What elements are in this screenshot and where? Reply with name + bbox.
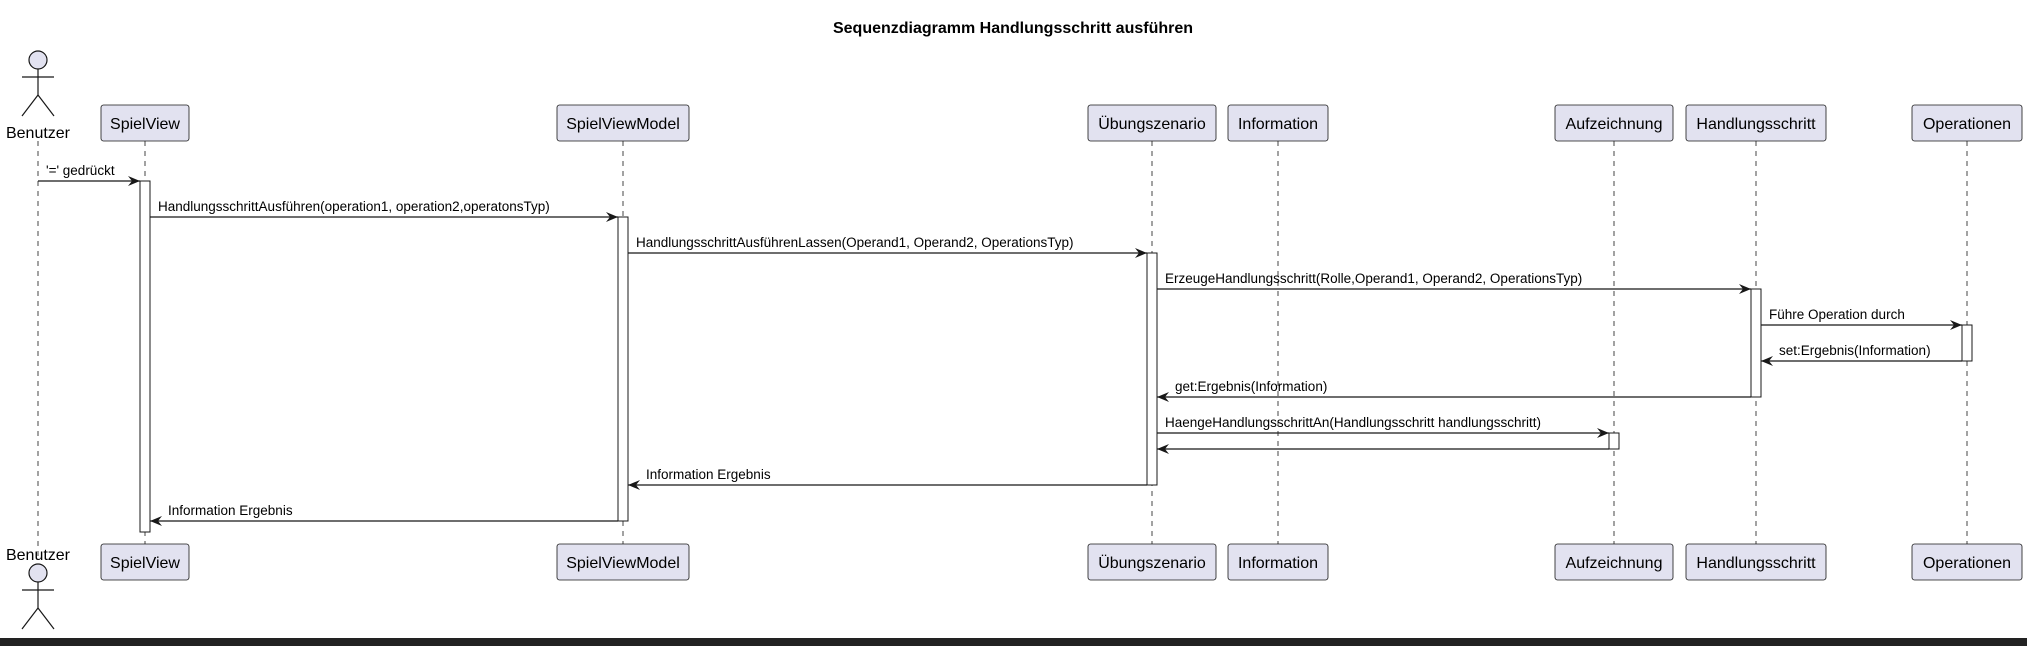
participant-box: [556, 104, 690, 142]
actor-benutzer-top: Benutzer: [6, 50, 71, 142]
participant-handlungsschritt-top: Handlungsschritt: [1685, 104, 1827, 142]
participant-information-bottom: Information: [1227, 543, 1329, 581]
activation-spielviewmodel: [617, 216, 629, 522]
participant-box: [100, 543, 190, 581]
message-2: HandlungsschrittAusführen(operation1, op…: [150, 199, 618, 222]
message-10: Information Ergebnis: [628, 467, 1147, 490]
participant-aufzeichnung-top: Aufzeichnung: [1554, 104, 1674, 142]
arrowhead: [628, 480, 640, 490]
arrowhead: [1950, 320, 1962, 330]
message-label: HandlungsschrittAusführenLassen(Operand1…: [636, 235, 1074, 250]
participant-spielview-top: SpielView: [100, 104, 190, 142]
participant-label: Handlungsschritt: [1696, 555, 1816, 572]
actor-icon: [21, 563, 55, 630]
diagram-title: Sequenzdiagramm Handlungsschritt ausführ…: [833, 20, 1193, 37]
message-label: ErzeugeHandlungsschritt(Rolle,Operand1, …: [1165, 271, 1582, 286]
participant-operationen-top: Operationen: [1911, 104, 2023, 142]
arrowhead: [150, 516, 162, 526]
participant-information-top: Information: [1227, 104, 1329, 142]
participant-box: [1087, 543, 1217, 581]
participant-label: Handlungsschritt: [1696, 116, 1816, 133]
participant-label: SpielView: [110, 116, 180, 133]
participant-box: [1911, 543, 2023, 581]
participant-label: Operationen: [1923, 116, 2011, 133]
participant-handlungsschritt-bottom: Handlungsschritt: [1685, 543, 1827, 581]
message-9: [1157, 444, 1609, 454]
arrowhead: [1157, 392, 1169, 402]
message-label: Information Ergebnis: [646, 467, 771, 482]
participant-box: [1911, 104, 2023, 142]
activation-handlungsschritt: [1750, 288, 1762, 398]
message-3: HandlungsschrittAusführenLassen(Operand1…: [628, 235, 1147, 258]
participant-spielviewmodel-bottom: SpielViewModel: [556, 543, 690, 581]
actor-label: Benutzer: [6, 547, 71, 564]
participant-label: Operationen: [1923, 555, 2011, 572]
arrowhead: [1135, 248, 1147, 258]
participant-label: Übungszenario: [1098, 115, 1206, 133]
participant-label: SpielViewModel: [566, 116, 680, 133]
participant-label: Information: [1238, 555, 1318, 572]
actor-icon: [21, 50, 55, 117]
participant-label: SpielView: [110, 555, 180, 572]
message-label: get:Ergebnis(Information): [1175, 379, 1327, 394]
participant-box: [1227, 104, 1329, 142]
arrowhead: [606, 212, 618, 222]
activation-ubungszenario: [1146, 252, 1158, 486]
participant-spielviewmodel-top: SpielViewModel: [556, 104, 690, 142]
message-1: '=' gedrückt: [38, 163, 140, 186]
participant-label: Aufzeichnung: [1566, 116, 1663, 133]
participant-label: Aufzeichnung: [1566, 555, 1663, 572]
participant-box: [1227, 543, 1329, 581]
participant-label: SpielViewModel: [566, 555, 680, 572]
arrowhead: [1157, 444, 1169, 454]
message-7: get:Ergebnis(Information): [1157, 379, 1751, 402]
message-label: set:Ergebnis(Information): [1779, 343, 1931, 358]
bottom-bar: [0, 638, 2027, 646]
message-label: Führe Operation durch: [1769, 307, 1905, 322]
participant-box: [556, 543, 690, 581]
message-8: HaengeHandlungsschrittAn(Handlungsschrit…: [1157, 415, 1609, 438]
participant-spielview-bottom: SpielView: [100, 543, 190, 581]
participant-ubungszenario-top: Übungszenario: [1087, 104, 1217, 142]
activation-spielview: [139, 180, 151, 533]
participant-ubungszenario-bottom: Übungszenario: [1087, 543, 1217, 581]
activation-operationen: [1961, 324, 1973, 362]
arrowhead: [128, 176, 140, 186]
arrowhead: [1739, 284, 1751, 294]
message-11: Information Ergebnis: [150, 503, 618, 526]
actor-label: Benutzer: [6, 125, 71, 142]
participant-box: [100, 104, 190, 142]
participant-label: Information: [1238, 116, 1318, 133]
message-label: HandlungsschrittAusführen(operation1, op…: [158, 199, 550, 214]
actor-benutzer-bottom: Benutzer: [6, 547, 71, 630]
arrowhead: [1597, 428, 1609, 438]
participant-aufzeichnung-bottom: Aufzeichnung: [1554, 543, 1674, 581]
participant-box: [1554, 104, 1674, 142]
message-6: set:Ergebnis(Information): [1761, 343, 1962, 366]
message-label: '=' gedrückt: [46, 163, 115, 178]
message-4: ErzeugeHandlungsschritt(Rolle,Operand1, …: [1157, 271, 1751, 294]
message-label: HaengeHandlungsschrittAn(Handlungsschrit…: [1165, 415, 1541, 430]
participant-box: [1685, 543, 1827, 581]
activation-aufzeichnung: [1608, 432, 1620, 450]
arrowhead: [1761, 356, 1773, 366]
participant-box: [1685, 104, 1827, 142]
participant-box: [1554, 543, 1674, 581]
participant-box: [1087, 104, 1217, 142]
participant-label: Übungszenario: [1098, 554, 1206, 572]
message-5: Führe Operation durch: [1761, 307, 1962, 330]
message-label: Information Ergebnis: [168, 503, 293, 518]
participant-operationen-bottom: Operationen: [1911, 543, 2023, 581]
